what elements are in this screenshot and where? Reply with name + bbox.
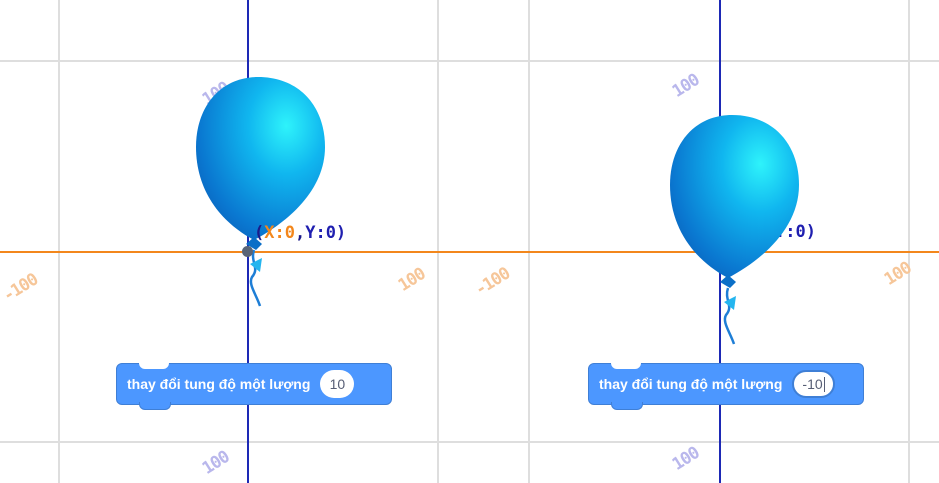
grid-line [58, 0, 60, 483]
balloon-sprite[interactable] [190, 72, 330, 317]
block-tab [139, 402, 171, 410]
stage-panel-left: 100 -100 100 100 (X:0,Y:0) thay đổi t [0, 0, 472, 483]
change-y-by-block[interactable]: thay đổi tung độ một lượng -10 [588, 363, 864, 410]
grid-line [472, 441, 939, 443]
balloon-sprite[interactable] [664, 110, 804, 355]
sprite-origin-marker [242, 246, 253, 257]
block-notch [611, 363, 641, 369]
tick-label-right: 100 [394, 264, 429, 296]
tick-label-top: 100 [668, 70, 703, 102]
grid-line [908, 0, 910, 483]
block-label: thay đổi tung độ một lượng [127, 376, 311, 392]
grid-line [0, 441, 472, 443]
block-value-input[interactable]: -10 [792, 370, 835, 398]
block-tab [611, 402, 643, 410]
grid-line [528, 0, 530, 483]
stage-panel-right: 100 -100 100 100 Y:0) thay đổi tung độ m… [472, 0, 939, 483]
block-value-text: -10 [802, 376, 823, 392]
coord-separator: , [294, 223, 306, 243]
coordinate-readout: (X:0,Y:0) [254, 223, 346, 243]
tick-label-bottom: 100 [668, 443, 703, 475]
grid-line [437, 0, 439, 483]
x-axis [0, 251, 472, 253]
y-axis [247, 0, 249, 483]
block-value-input[interactable]: 10 [320, 370, 355, 398]
grid-line [472, 60, 939, 62]
tick-label-left: -100 [0, 269, 42, 307]
coord-y-value: Y:0) [305, 223, 347, 243]
coord-x-value: X:0 [264, 223, 295, 243]
block-label: thay đổi tung độ một lượng [599, 376, 783, 392]
grid-line [0, 60, 472, 62]
change-y-by-block[interactable]: thay đổi tung độ một lượng 10 [116, 363, 392, 410]
text-caret [823, 376, 825, 392]
tick-label-left: -100 [472, 263, 514, 301]
coord-paren: ( [254, 223, 265, 243]
tick-label-bottom: 100 [198, 447, 233, 479]
block-notch [139, 363, 169, 369]
